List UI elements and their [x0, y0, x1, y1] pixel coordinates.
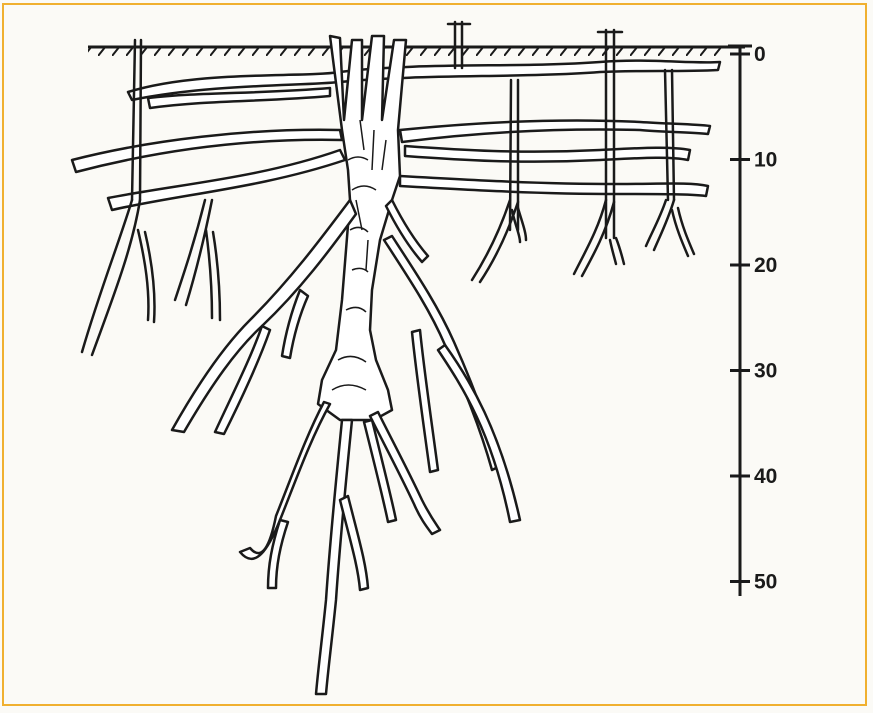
- scale-tick-label: 50: [754, 571, 777, 594]
- scale-tick-label: 30: [754, 360, 777, 383]
- soil-surface: [88, 47, 745, 57]
- depth-scale: [728, 46, 752, 596]
- lateral-root: [400, 176, 708, 196]
- sinker-root: [646, 200, 674, 250]
- sinker-root: [448, 22, 470, 68]
- scale-ticks: 0 10 20 30 40 50: [730, 43, 777, 594]
- sinker-root: [132, 40, 141, 200]
- sinker-root: [206, 230, 220, 320]
- scale-tick-label: 20: [754, 254, 777, 277]
- sinker-root: [82, 200, 140, 355]
- sinker-root: [138, 230, 155, 322]
- branch-root: [316, 420, 352, 694]
- scale-tick-label: 10: [754, 149, 777, 172]
- sinker-root: [672, 208, 694, 256]
- lateral-root: [108, 150, 345, 210]
- sinker-root: [175, 200, 212, 305]
- scale-tick-label: 0: [754, 43, 766, 66]
- branch-root: [340, 496, 368, 590]
- scale-tick-label: 40: [754, 465, 777, 488]
- branch-root: [438, 345, 520, 522]
- branch-root: [412, 330, 438, 472]
- sinker-root: [665, 70, 674, 200]
- branch-root: [268, 520, 288, 588]
- lateral-root: [400, 120, 710, 142]
- sinker-root: [610, 238, 624, 264]
- sinker-root: [574, 200, 614, 276]
- lateral-root: [405, 146, 690, 162]
